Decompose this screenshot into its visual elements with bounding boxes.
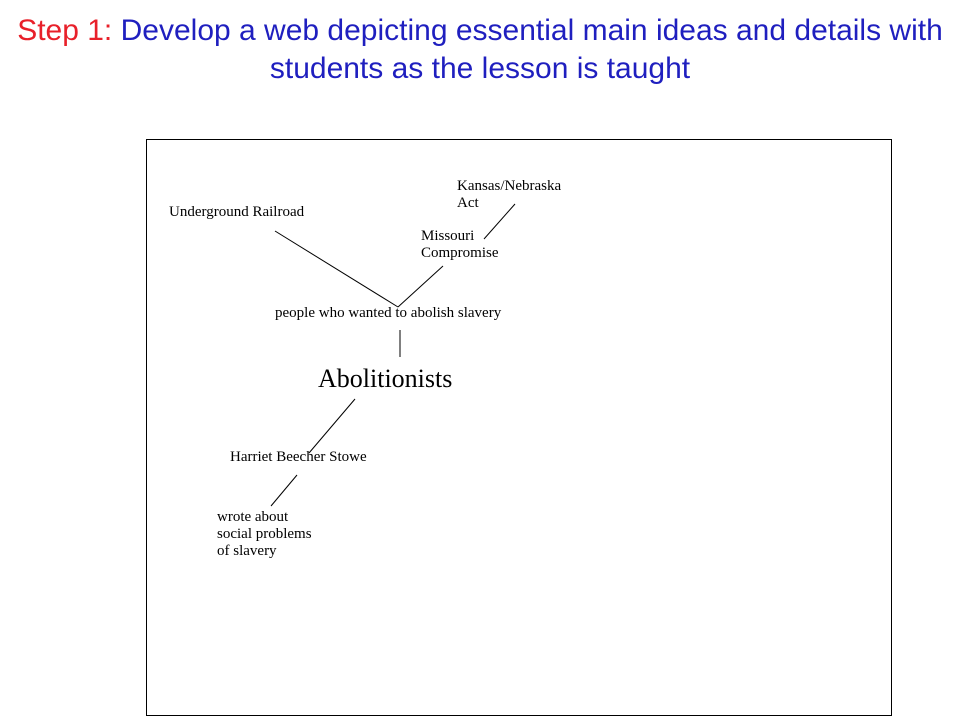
node-missouri-compromise: Missouri Compromise — [421, 228, 499, 261]
node-kansas-nebraska-act: Kansas/Nebraska Act — [457, 178, 562, 211]
connector-stowe-to-detail — [270, 474, 298, 507]
connector-missouri-to-definition — [397, 265, 444, 308]
node-main-idea: Abolitionists — [318, 364, 453, 393]
connector-kansas-to-missouri — [483, 203, 516, 240]
node-definition: people who wanted to abolish slavery — [275, 305, 502, 321]
connector-main-to-stowe — [308, 398, 356, 454]
node-harriet-beecher-stowe: Harriet Beecher Stowe — [230, 449, 367, 465]
concept-web-frame: Kansas/Nebraska Act Underground Railroad… — [146, 139, 892, 716]
node-stowe-detail: wrote about social problems of slavery — [217, 509, 312, 559]
connector-underground-to-definition — [274, 230, 399, 308]
node-underground-railroad: Underground Railroad — [169, 204, 305, 220]
connector-lines — [270, 203, 516, 507]
step-label: Step 1: — [17, 14, 113, 47]
slide-title: Step 1: Develop a web depicting essentia… — [0, 12, 960, 88]
title-text: Develop a web depicting essential main i… — [120, 14, 943, 85]
